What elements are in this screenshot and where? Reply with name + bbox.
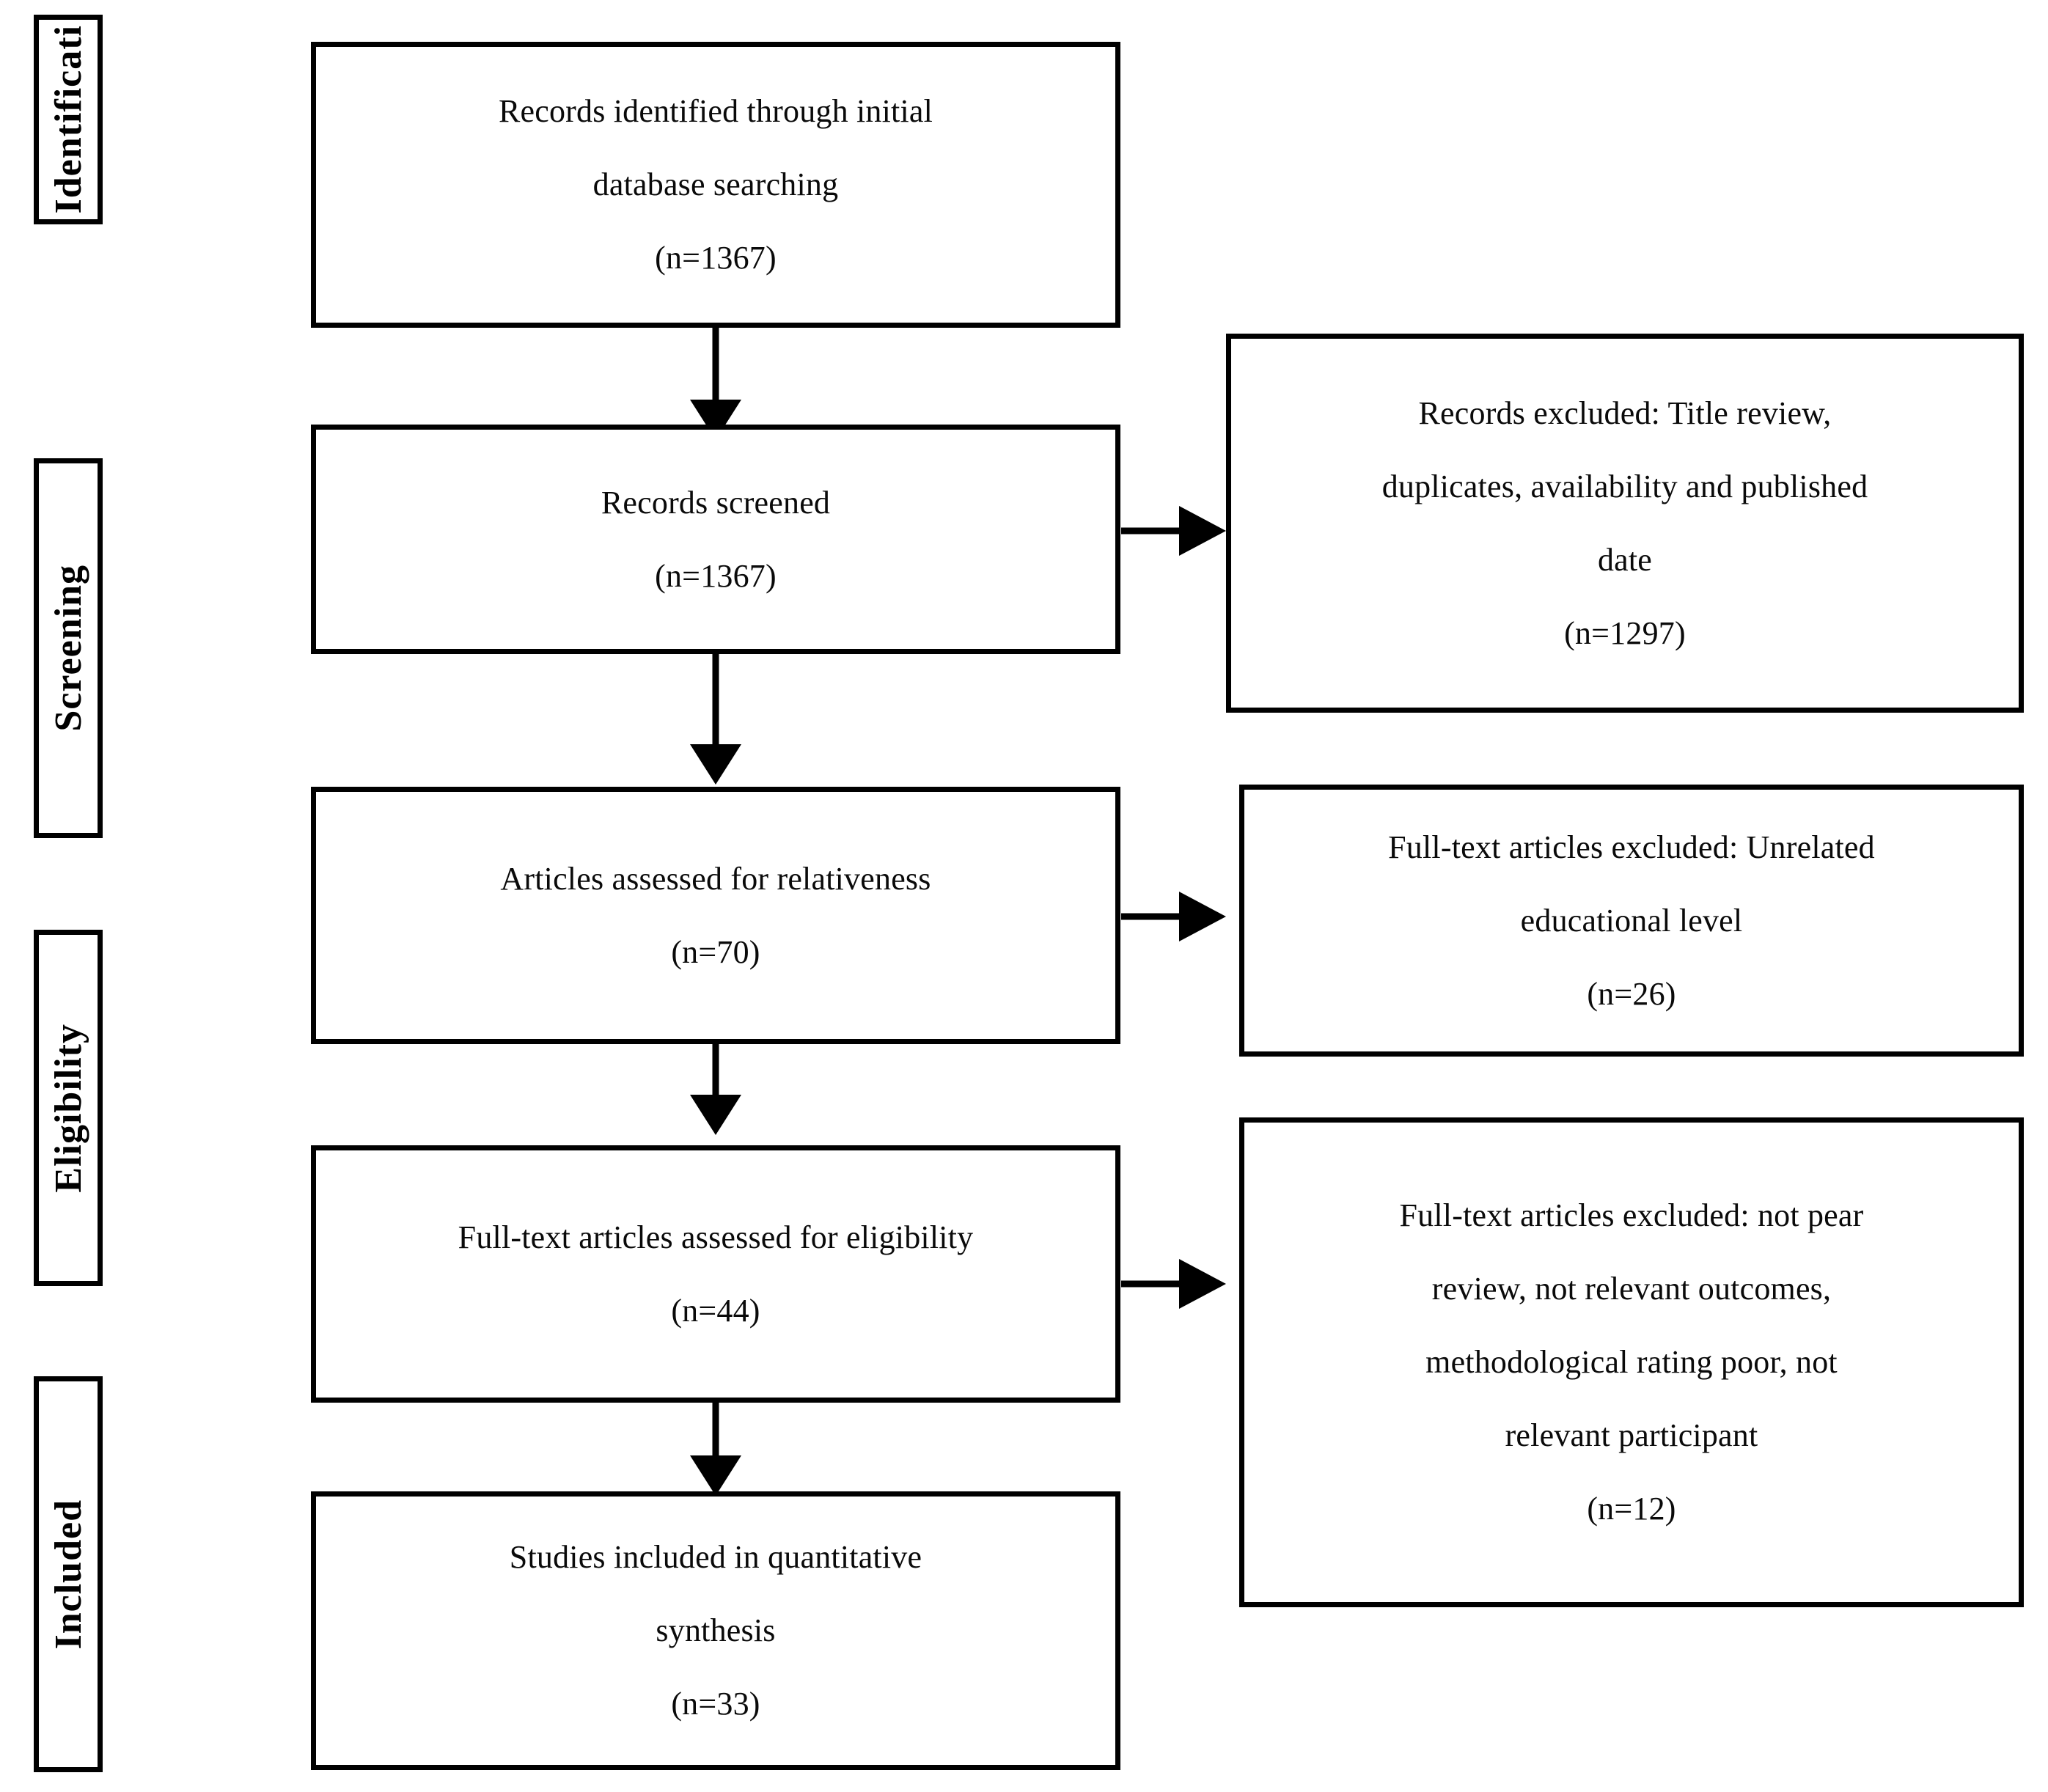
flow-box-records-screened: Records screened (n=1367) [311,425,1120,654]
flow-box-line: Records identified through initial [498,93,933,129]
stage-box-identification: Identificati [34,15,103,224]
arrow-head-right-1 [1179,506,1226,556]
exclusion-box-line: methodological rating poor, not [1425,1344,1838,1380]
flow-box-line: Studies included in quantitative [509,1539,922,1575]
exclusion-box-records-excluded: Records excluded: Title review, duplicat… [1226,334,2024,713]
stage-label-eligibility: Eligibility [47,1023,89,1193]
exclusion-box-line: review, not relevant outcomes, [1431,1271,1832,1307]
exclusion-box-line: Records excluded: Title review, [1418,394,1832,431]
flow-box-count: (n=1367) [655,557,777,594]
exclusion-box-line: Full-text articles excluded: not pear [1399,1197,1864,1233]
flow-box-line: Records screened [601,484,831,521]
flow-box-line: synthesis [656,1612,776,1648]
exclusion-box-line: date [1597,541,1653,578]
arrow-head-right-3 [1179,1259,1226,1309]
flow-box-count: (n=44) [671,1292,760,1329]
exclusion-box-line: Full-text articles excluded: Unrelated [1388,829,1875,865]
stage-label-identification: Identificati [47,25,89,214]
exclusion-box-count: (n=12) [1587,1491,1676,1527]
exclusion-box-count: (n=1297) [1564,614,1686,651]
stage-label-screening: Screening [47,565,89,732]
arrow-head-down-3 [690,1095,741,1135]
flow-box-count: (n=1367) [655,240,777,276]
flow-box-count: (n=33) [671,1686,760,1722]
flow-box-count: (n=70) [671,933,760,970]
stage-box-screening: Screening [34,458,103,838]
exclusion-box-line: educational level [1520,902,1743,939]
stage-box-eligibility: Eligibility [34,930,103,1286]
flow-box-fulltext-assessed-eligibility: Full-text articles assessed for eligibil… [311,1145,1120,1403]
exclusion-box-fulltext-unrelated-level: Full-text articles excluded: Unrelated e… [1239,785,2024,1057]
flow-box-line: Articles assessed for relativeness [500,860,931,897]
exclusion-box-fulltext-multiple-reasons: Full-text articles excluded: not pear re… [1239,1117,2024,1607]
exclusion-box-line: duplicates, availability and published [1381,468,1868,504]
arrow-head-right-2 [1179,892,1226,941]
flow-box-line: Full-text articles assessed for eligibil… [458,1219,974,1255]
flow-box-articles-assessed-relativeness: Articles assessed for relativeness (n=70… [311,787,1120,1044]
flow-box-studies-included-synthesis: Studies included in quantitative synthes… [311,1491,1120,1770]
stage-label-included: Included [47,1499,89,1650]
exclusion-box-line: relevant participant [1505,1417,1758,1453]
exclusion-box-count: (n=26) [1587,975,1676,1012]
stage-box-included: Included [34,1376,103,1772]
arrow-head-down-4 [690,1455,741,1496]
arrow-head-down-2 [690,744,741,785]
flow-box-records-identified: Records identified through initial datab… [311,42,1120,328]
flow-box-line: database searching [592,166,839,202]
